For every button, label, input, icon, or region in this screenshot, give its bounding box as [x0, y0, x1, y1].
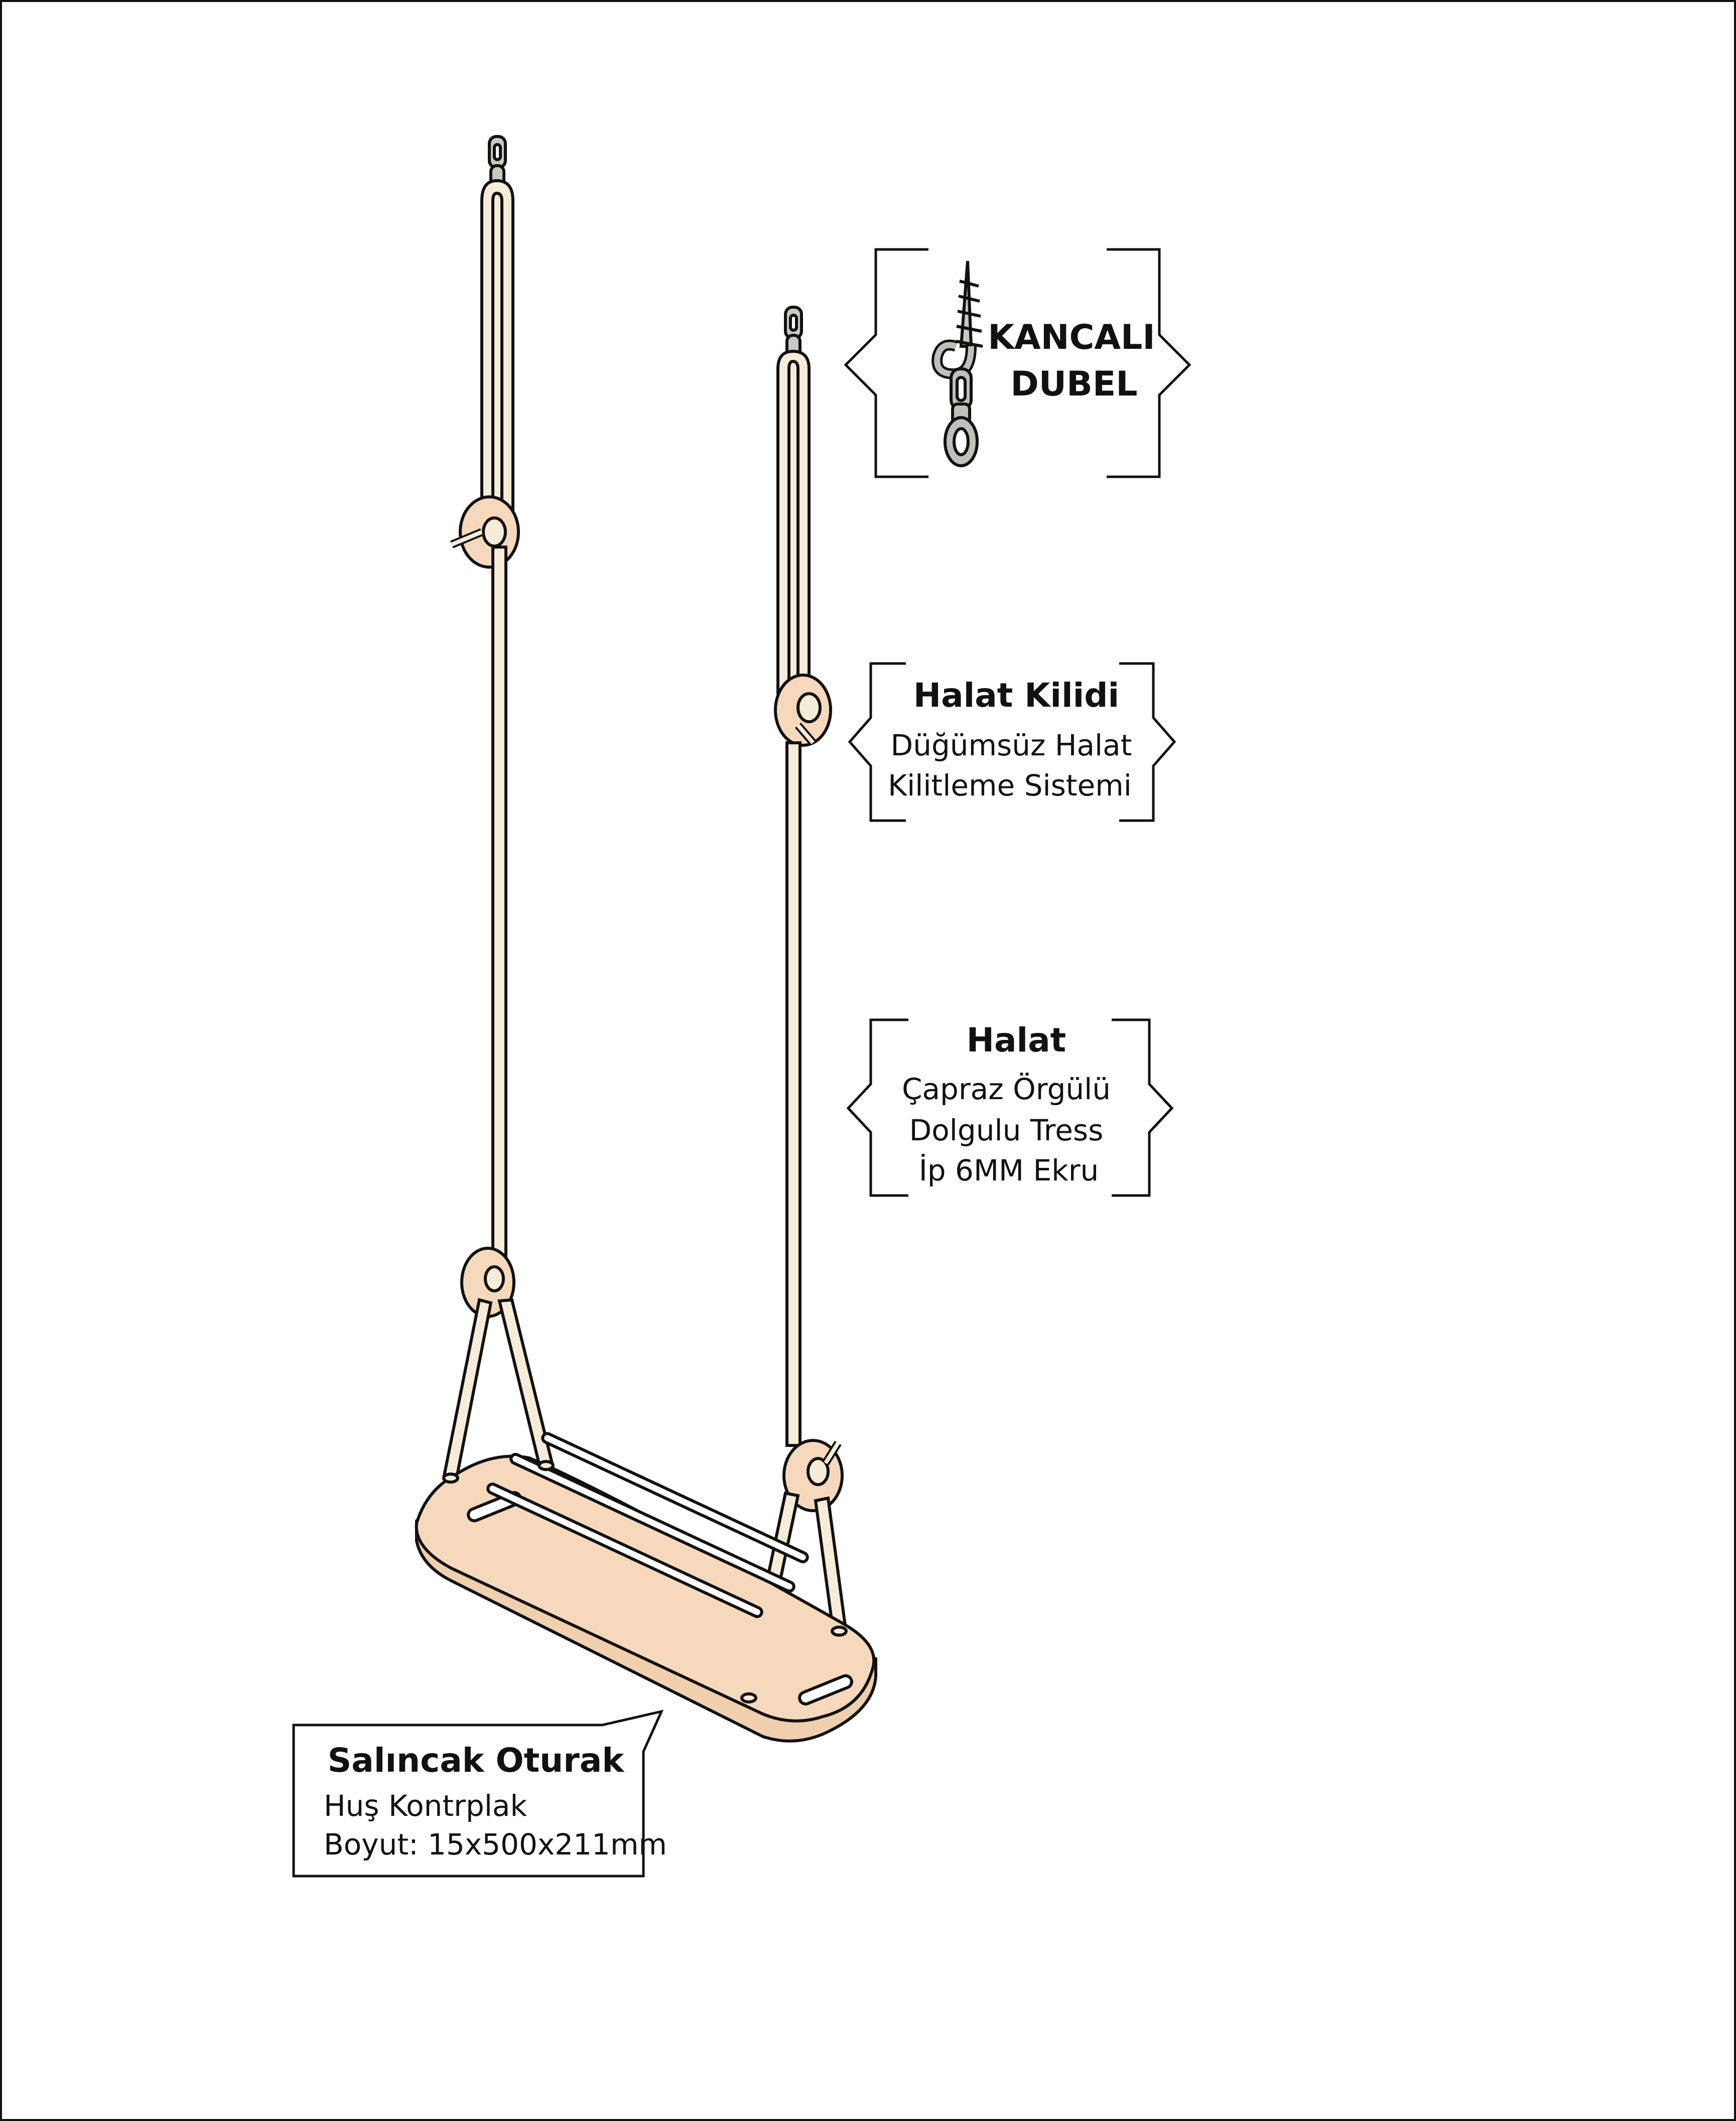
seat-title: Salıncak Oturak: [328, 1741, 625, 1780]
seat-line2: Boyut: 15x500x211mm: [324, 1827, 667, 1862]
hook-label-line2: DUBEL: [1010, 364, 1137, 404]
rope-callout: [846, 1018, 1174, 1197]
rope-lock-callout: [848, 662, 1176, 822]
rope-title: Halat: [967, 1021, 1066, 1059]
rope-line2: Dolgulu Tress: [909, 1113, 1104, 1147]
left-rope-assembly: [442, 135, 554, 1480]
seat-callout: [292, 1709, 664, 1878]
right-rope-single: [785, 741, 802, 1447]
seat-line1: Huş Kontrplak: [324, 1789, 527, 1823]
rope-lock-line1: Düğümsüz Halat: [891, 728, 1132, 762]
right-rope-assembly: [741, 306, 848, 1701]
rope-line1: Çapraz Örgülü: [902, 1072, 1111, 1106]
left-rope-loop: [480, 179, 514, 523]
rope-lock-line2: Kilitleme Sistemi: [888, 768, 1132, 803]
swing-seat: [415, 1432, 877, 1743]
right-rope-loop: [776, 349, 811, 694]
seat-slot-right: [798, 1674, 853, 1706]
left-leg-front: [442, 1298, 493, 1480]
left-rope-single: [491, 546, 507, 1271]
hook-icon: [931, 260, 983, 467]
rope-lock-title: Halat Kilidi: [913, 676, 1119, 715]
hook-callout: [844, 248, 1191, 478]
rope-line3: İp 6MM Ekru: [919, 1153, 1099, 1187]
hook-label-line1: KANCALI: [988, 318, 1155, 357]
seat-grooves: [486, 1432, 809, 1618]
